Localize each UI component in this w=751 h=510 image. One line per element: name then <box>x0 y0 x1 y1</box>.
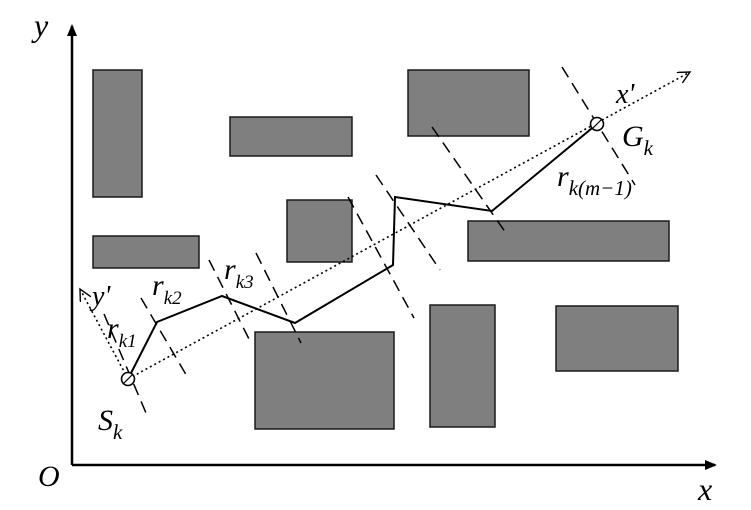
obstacle <box>429 304 496 428</box>
start-marker <box>120 371 136 387</box>
divider-line <box>140 297 189 379</box>
perpendicular-dividers <box>103 66 636 414</box>
x-axis-label: x <box>697 471 712 507</box>
start-label: Sk <box>98 404 123 444</box>
divider-line <box>208 259 251 342</box>
x-prime-label: x' <box>615 79 635 110</box>
goal-marker <box>589 116 605 132</box>
origin-label: O <box>38 460 60 493</box>
y-prime-label: y' <box>89 281 111 312</box>
divider-line <box>561 66 636 186</box>
local-axes <box>80 72 690 380</box>
segment-label-rkm1: rk(m−1) <box>557 160 632 200</box>
divider-line <box>375 174 441 271</box>
y-axis-label: y <box>31 7 49 43</box>
x-prime-axis <box>127 72 690 380</box>
obstacle <box>92 235 200 269</box>
obstacle <box>555 305 679 372</box>
divider-line <box>431 126 509 237</box>
obstacle <box>254 331 395 430</box>
global-axes <box>67 24 717 470</box>
goal-label: Gk <box>622 120 654 160</box>
obstacle <box>229 116 353 157</box>
obstacle <box>286 199 353 263</box>
segment-label-rk1: rk1 <box>107 312 137 352</box>
divider-line <box>255 252 302 344</box>
obstacle <box>407 69 530 137</box>
obstacle <box>467 220 670 262</box>
planned-path <box>127 123 598 380</box>
segment-label-rk3: rk3 <box>224 253 254 293</box>
segment-label-rk2: rk2 <box>152 269 182 309</box>
y-prime-axis <box>80 289 129 380</box>
divider-line <box>347 196 415 319</box>
obstacle <box>92 69 143 198</box>
